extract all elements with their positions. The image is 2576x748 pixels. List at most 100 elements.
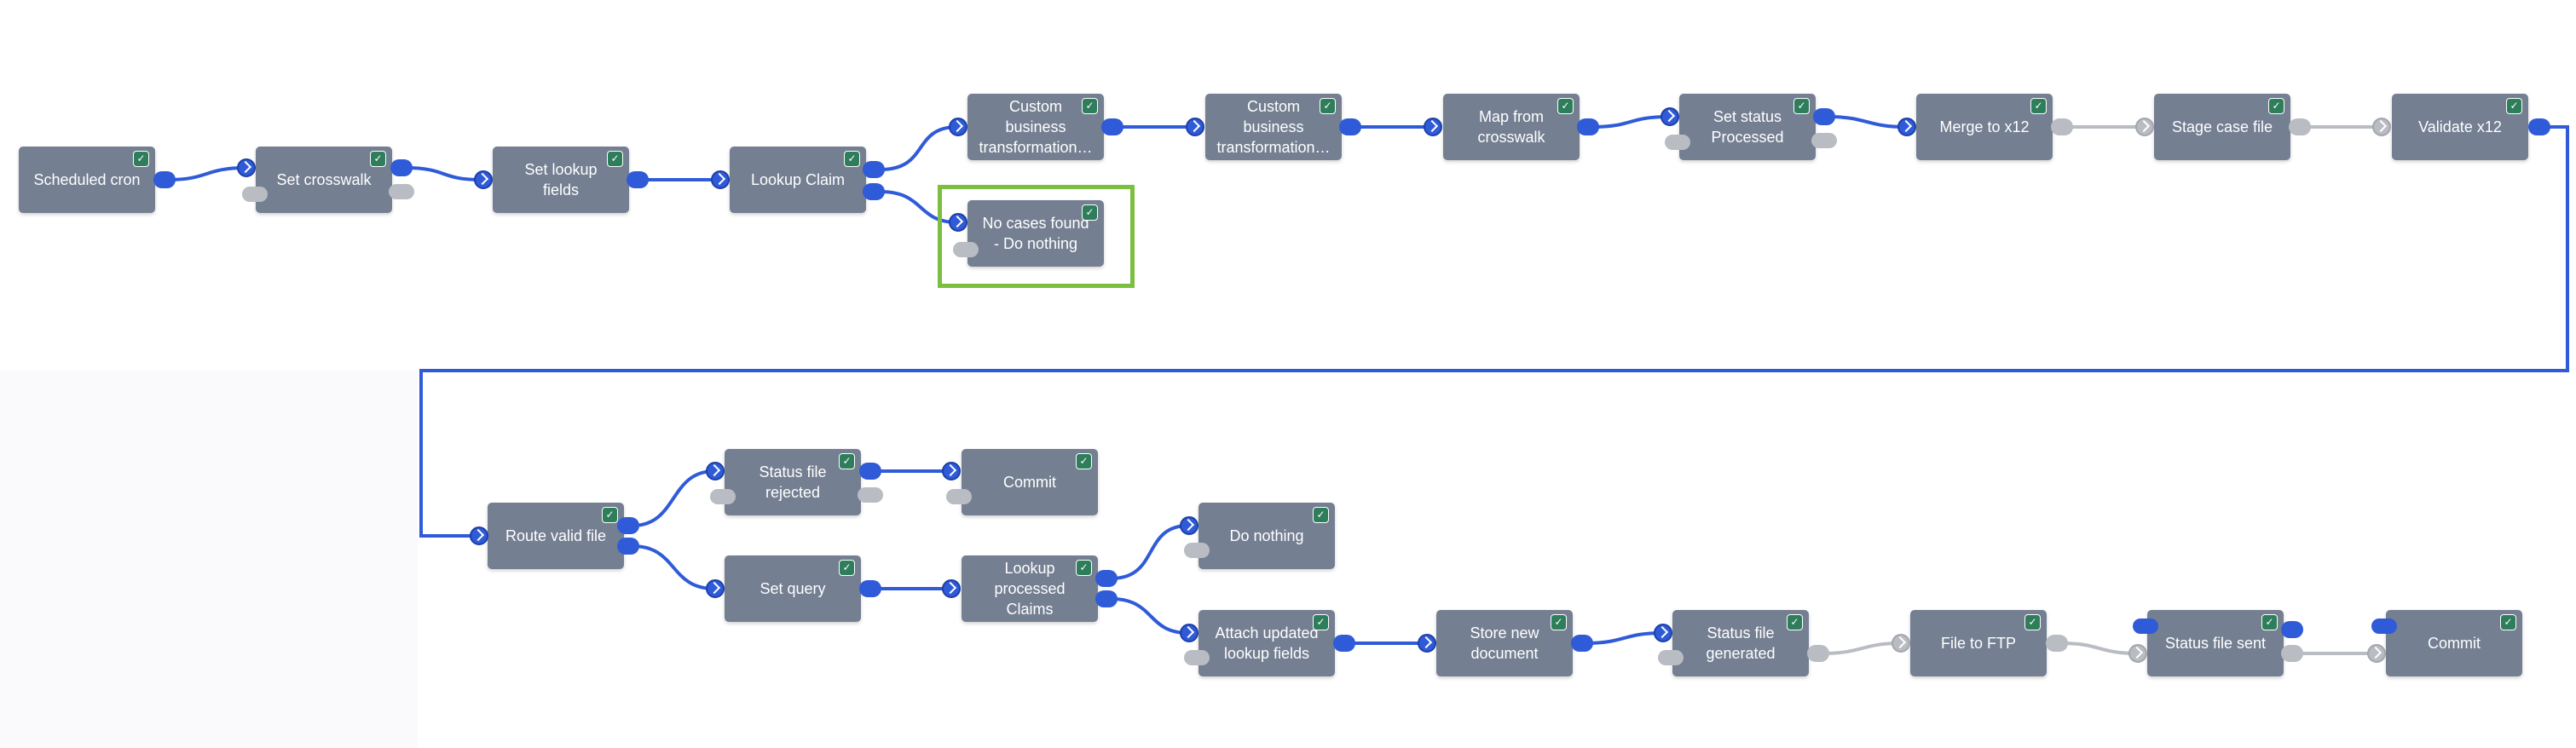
inactive-port[interactable] <box>389 184 414 199</box>
inactive-port[interactable] <box>953 242 979 257</box>
node-store-new-document[interactable]: Store new document ✓ <box>1436 610 1573 676</box>
chevron-right-icon <box>1662 109 1676 123</box>
output-port[interactable] <box>859 463 881 480</box>
output-port[interactable] <box>2051 118 2073 135</box>
input-port[interactable] <box>949 213 967 232</box>
edge-scheduled-cron-to-set-crosswalk[interactable] <box>166 166 247 181</box>
node-lookup-claim[interactable]: Lookup Claim ✓ <box>730 147 866 213</box>
node-merge-to-x12[interactable]: Merge to x12 ✓ <box>1916 94 2053 160</box>
inactive-port[interactable] <box>2371 619 2397 634</box>
input-port[interactable] <box>711 170 730 189</box>
output-port[interactable] <box>390 159 413 176</box>
inactive-port[interactable] <box>242 187 268 202</box>
edge-status-file-generated-to-file-to-ftp[interactable] <box>1821 642 1902 655</box>
inactive-port[interactable] <box>1665 135 1690 150</box>
inactive-port[interactable] <box>1184 650 1210 665</box>
input-port[interactable] <box>1424 118 1442 136</box>
output-port[interactable] <box>153 171 176 188</box>
output-port[interactable] <box>1095 570 1118 587</box>
edge-file-to-ftp-to-status-file-sent[interactable] <box>2059 642 2140 655</box>
input-port[interactable] <box>949 118 967 136</box>
output-port[interactable] <box>617 517 639 534</box>
output-port[interactable] <box>2528 118 2550 135</box>
output-port[interactable] <box>617 538 639 555</box>
node-status-file-sent[interactable]: Status file sent ✓ <box>2147 610 2284 676</box>
output-port[interactable] <box>2289 118 2311 135</box>
output-port[interactable] <box>627 171 649 188</box>
output-port[interactable] <box>1095 590 1118 607</box>
input-port[interactable] <box>1418 634 1436 653</box>
output-port[interactable] <box>863 183 885 200</box>
output-port[interactable] <box>859 580 881 597</box>
output-port[interactable] <box>2046 635 2068 652</box>
inactive-port[interactable] <box>2133 619 2158 634</box>
inactive-port[interactable] <box>1811 133 1837 148</box>
input-port[interactable] <box>942 462 961 480</box>
input-port[interactable] <box>2135 118 2154 136</box>
node-attach-updated-lookup-fields[interactable]: Attach updated lookup fields ✓ <box>1198 610 1335 676</box>
output-port[interactable] <box>1339 118 1361 135</box>
input-port[interactable] <box>942 579 961 598</box>
node-map-from-crosswalk[interactable]: Map from crosswalk ✓ <box>1443 94 1580 160</box>
inactive-port[interactable] <box>1658 650 1684 665</box>
edge-lookup-claim-to-custom-business-1[interactable] <box>879 125 959 171</box>
node-status-file-rejected[interactable]: Status file rejected ✓ <box>725 449 861 515</box>
output-port[interactable] <box>1101 118 1123 135</box>
input-port[interactable] <box>1180 624 1198 642</box>
node-status-file-generated[interactable]: Status file generated ✓ <box>1672 610 1809 676</box>
input-port[interactable] <box>1180 516 1198 535</box>
node-route-valid-file[interactable]: Route valid file ✓ <box>488 503 624 569</box>
edge-set-crosswalk-to-set-lookup-fields[interactable] <box>404 166 483 181</box>
output-port[interactable] <box>1577 118 1599 135</box>
output-port[interactable] <box>2281 645 2303 662</box>
node-scheduled-cron[interactable]: Scheduled cron ✓ <box>19 147 155 213</box>
edge-map-from-crosswalk-to-set-status-processed[interactable] <box>1591 115 1671 129</box>
output-port[interactable] <box>1807 645 1829 662</box>
input-port[interactable] <box>1892 634 1910 653</box>
input-port[interactable] <box>1897 118 1916 136</box>
inactive-port[interactable] <box>946 489 972 504</box>
inactive-port[interactable] <box>1184 543 1210 558</box>
node-set-crosswalk[interactable]: Set crosswalk ✓ <box>256 147 392 213</box>
output-port[interactable] <box>1333 635 1355 652</box>
edge-validate-x12-to-route-valid-file[interactable] <box>419 125 2569 538</box>
node-file-to-ftp[interactable]: File to FTP ✓ <box>1910 610 2047 676</box>
edge-route-valid-file-to-set-query[interactable] <box>631 544 716 590</box>
inactive-port[interactable] <box>858 487 883 503</box>
output-port[interactable] <box>863 161 885 178</box>
node-commit-2[interactable]: Commit ✓ <box>2386 610 2522 676</box>
input-port[interactable] <box>706 462 725 480</box>
inactive-port[interactable] <box>710 489 736 504</box>
node-custom-business-transformation-1[interactable]: Custom business transformation… ✓ <box>967 94 1104 160</box>
node-set-status-processed[interactable]: Set status Processed ✓ <box>1679 94 1816 160</box>
input-port[interactable] <box>1654 624 1672 642</box>
node-no-cases-found[interactable]: No cases found - Do nothing ✓ <box>967 200 1104 267</box>
node-lookup-processed-claims[interactable]: Lookup processed Claims ✓ <box>962 555 1098 622</box>
node-custom-business-transformation-2[interactable]: Custom business transformation… ✓ <box>1205 94 1342 160</box>
node-commit-1[interactable]: Commit ✓ <box>962 449 1098 515</box>
input-port[interactable] <box>237 158 256 177</box>
edge-lookup-claim-to-no-cases-found[interactable] <box>879 190 959 224</box>
input-port[interactable] <box>470 526 488 545</box>
node-do-nothing[interactable]: Do nothing ✓ <box>1198 503 1335 569</box>
edge-set-status-processed-to-merge-to-x12[interactable] <box>1827 115 1908 129</box>
input-port[interactable] <box>2128 644 2147 663</box>
edge-route-valid-file-to-status-file-rejected[interactable] <box>631 469 716 527</box>
node-stage-case-file[interactable]: Stage case file ✓ <box>2154 94 2290 160</box>
node-validate-x12[interactable]: Validate x12 ✓ <box>2392 94 2528 160</box>
input-port[interactable] <box>1186 118 1204 136</box>
output-port[interactable] <box>1571 635 1593 652</box>
input-port[interactable] <box>2372 118 2391 136</box>
input-port[interactable] <box>706 579 725 598</box>
input-port[interactable] <box>474 170 493 189</box>
output-port[interactable] <box>2281 621 2303 638</box>
node-set-lookup-fields[interactable]: Set lookup fields ✓ <box>493 147 629 213</box>
input-port[interactable] <box>2367 644 2386 663</box>
output-port[interactable] <box>1813 108 1835 125</box>
edge-store-new-document-to-status-file-generated[interactable] <box>1585 631 1664 645</box>
edge-lookup-processed-claims-to-attach-updated-lookup-fields[interactable] <box>1110 597 1190 635</box>
input-port[interactable] <box>1661 107 1679 126</box>
edge-lookup-processed-claims-to-do-nothing[interactable] <box>1110 524 1190 580</box>
node-set-query[interactable]: Set query ✓ <box>725 555 861 622</box>
